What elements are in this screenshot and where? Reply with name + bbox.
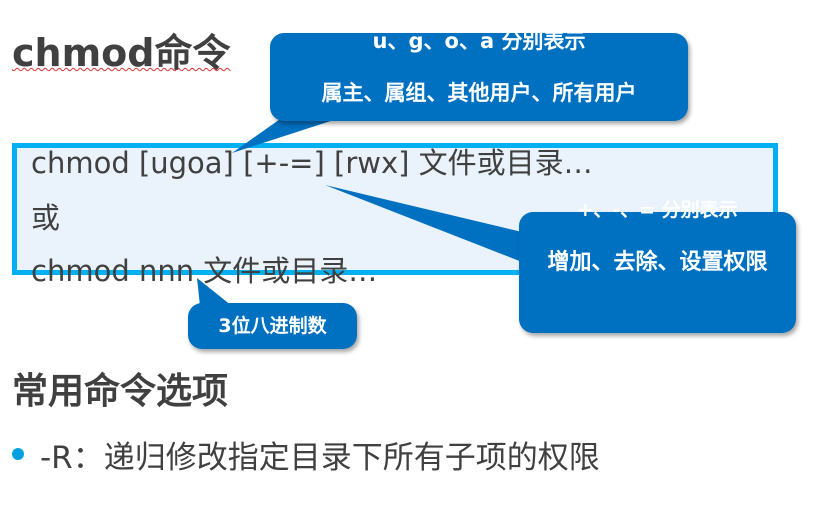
callout-ops-heading: +、-、= 分别表示 <box>577 199 738 221</box>
slide-title: chmod命令 <box>12 31 231 75</box>
callout-octal: 3位八进制数 <box>188 303 357 349</box>
callout-ugoa-body: 属主、属组、其他用户、所有用户 <box>321 81 637 105</box>
callout-ops-body: 增加、去除、设置权限 <box>547 250 768 275</box>
syntax-line-or: 或 <box>31 201 61 235</box>
bullet-icon <box>12 448 24 460</box>
callout-tail-octal <box>197 278 232 306</box>
syntax-line-1: chmod [ugoa] [+-=] [rwx] 文件或目录… <box>31 146 593 180</box>
option-item-R: -R：递归修改指定目录下所有子项的权限 <box>40 440 600 476</box>
callout-ops: +、-、= 分别表示 增加、去除、设置权限 <box>519 199 796 333</box>
callout-ugoa-heading: u、g、o、a 分别表示 <box>372 29 586 53</box>
syntax-line-2: chmod nnn 文件或目录… <box>31 254 378 288</box>
callout-tail-ops <box>325 185 522 262</box>
section-title: 常用命令选项 <box>12 371 229 412</box>
callout-ugoa: u、g、o、a 分别表示 属主、属组、其他用户、所有用户 <box>270 29 688 121</box>
